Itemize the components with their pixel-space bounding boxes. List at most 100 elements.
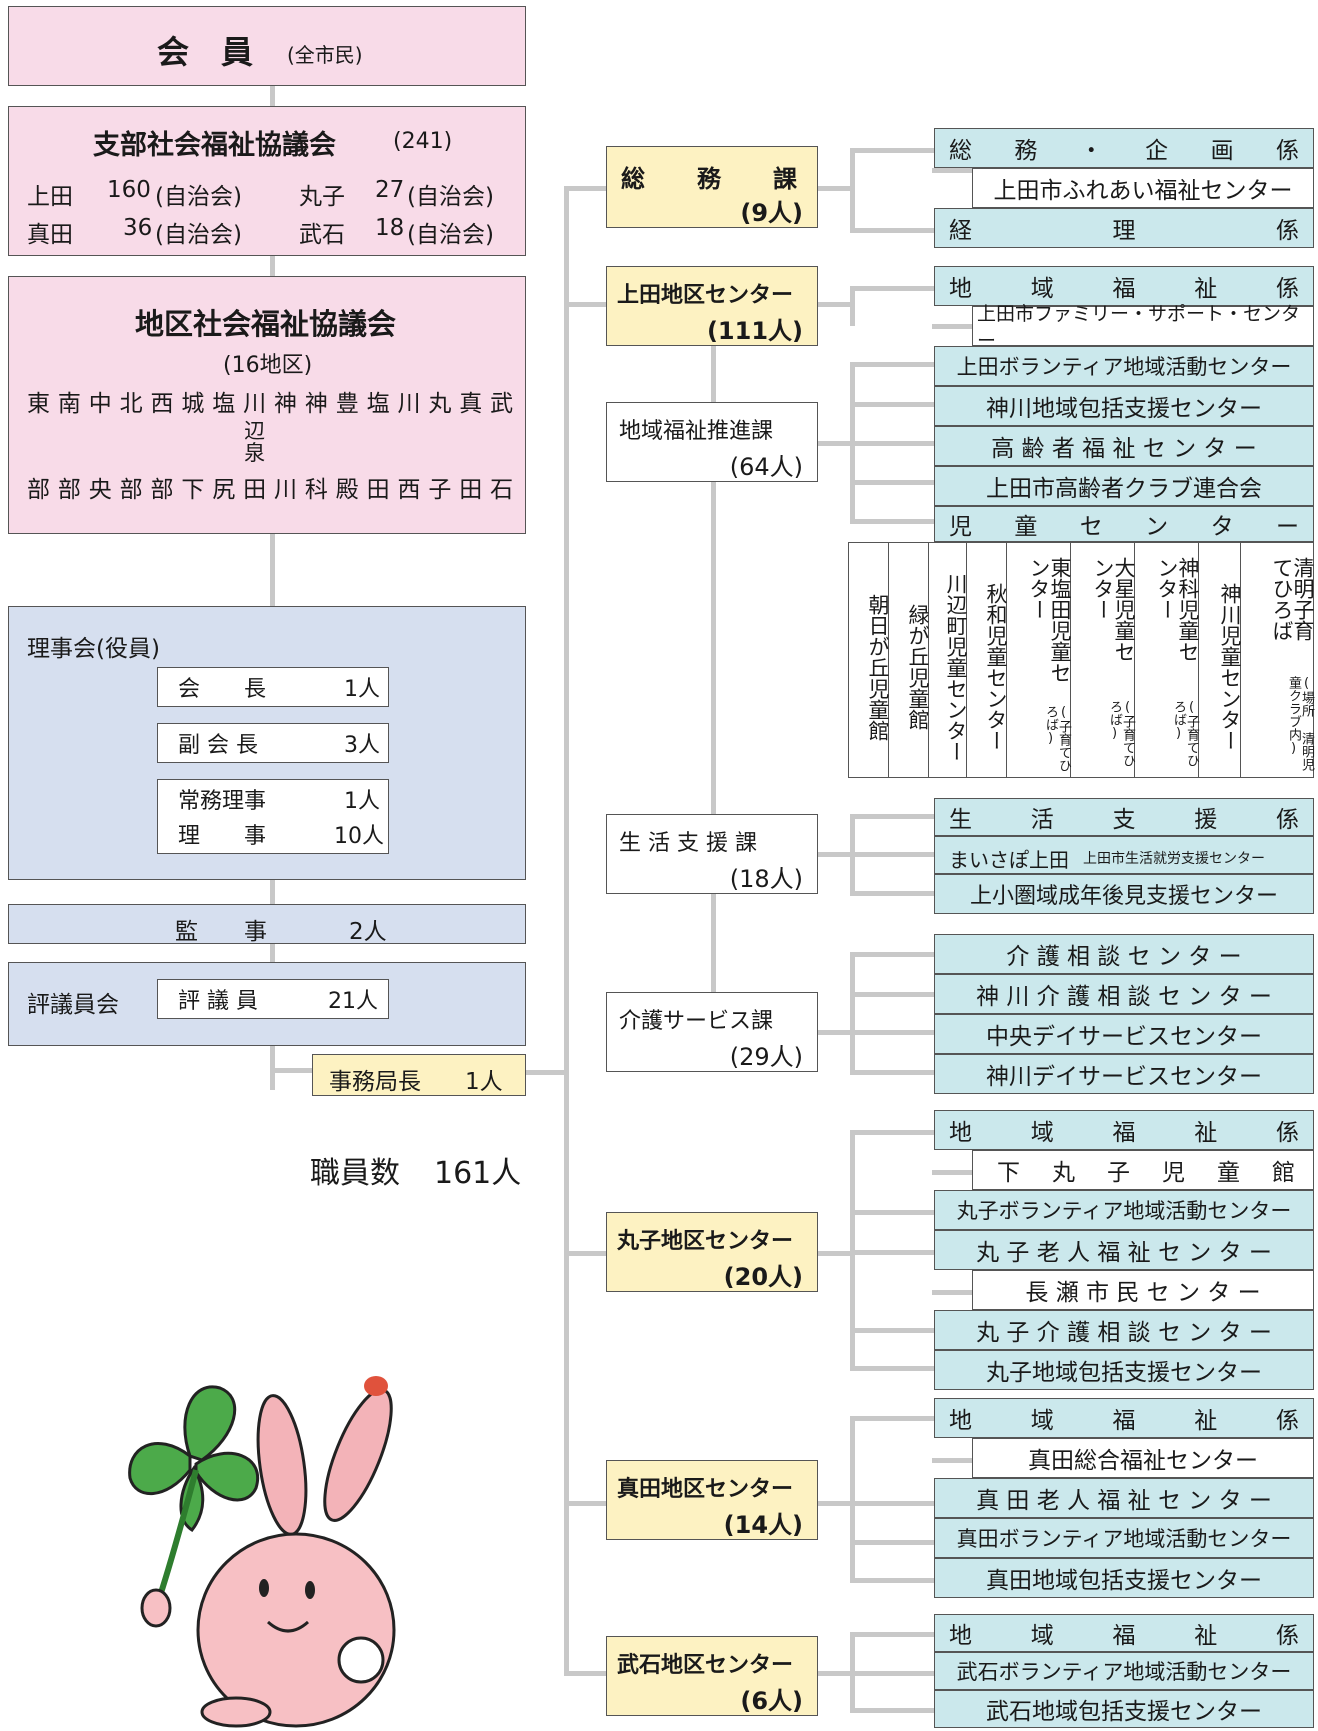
- section-maruko: 丸子地区センター (20人): [606, 1212, 818, 1292]
- children-center-name: 朝日が丘児童館: [866, 593, 890, 741]
- children-center-sub: (子育てひろば): [1107, 699, 1135, 767]
- children-center-column: 朝日が丘児童館: [849, 543, 890, 777]
- district-char: 武: [490, 391, 514, 417]
- unit-kaigo-soudan-label: 介 護 相 談 セ ン タ ー: [1006, 944, 1242, 970]
- district-char: 泉: [244, 441, 266, 465]
- section-maruko-count: (20人): [723, 1263, 803, 1291]
- unit-koureisha-club: 上田市高齢者クラブ連合会: [934, 466, 1314, 506]
- board-row-executive: 常務理事 1人: [157, 779, 389, 819]
- children-centers-grid: 朝日が丘児童館緑が丘児童館川辺町児童センター秋和児童センター東塩田児童センター(…: [848, 542, 1315, 778]
- board-num-president: 1人: [344, 677, 380, 702]
- unit-maisapo: まいさぽ上田 上田市生活就労支援センター: [934, 836, 1314, 874]
- unit-maruko-kaigo-label: 丸 子 介 護 相 談 セ ン タ ー: [976, 1320, 1272, 1346]
- unit-sanada-roujin-label: 真 田 老 人 福 祉 セ ン タ ー: [976, 1488, 1272, 1514]
- children-center-column: 神科児童センター(子育てひろば): [1135, 543, 1200, 777]
- children-center-name: 清明子育てひろば: [1270, 557, 1315, 641]
- district-char: 神: [273, 391, 297, 417]
- district-char: 殿: [335, 477, 359, 503]
- district-char: 川: [397, 391, 421, 417]
- district-char: 石: [490, 477, 514, 503]
- unit-maruko-houkatsu-label: 丸子地域包括支援センター: [986, 1360, 1262, 1386]
- unit-jidou-center: 児童センター: [934, 506, 1314, 542]
- spaced-char: 係: [1276, 276, 1299, 302]
- board-num-vice: 3人: [344, 733, 380, 758]
- children-center-sub: (子育てひろば): [1171, 699, 1199, 767]
- spaced-char: 地: [949, 1623, 972, 1649]
- section-takeshi: 武石地区センター (6人): [606, 1636, 818, 1716]
- spaced-char: 福: [1112, 1623, 1136, 1649]
- spaced-char: 画: [1210, 138, 1234, 164]
- auditor-box: 監 事 2人: [8, 904, 526, 945]
- unit-family-support-label: 上田市ファミリー・サポート・センター: [977, 303, 1301, 352]
- district-char: 央: [88, 477, 112, 503]
- section-ueda-center-count: (111人): [706, 317, 803, 345]
- unit-keiri: 経理係: [934, 208, 1314, 248]
- district-char: 塩: [366, 391, 390, 417]
- board-row-president: 会 長 1人: [157, 667, 389, 707]
- spaced-char: ン: [1145, 514, 1169, 540]
- spaced-char: 祉: [1194, 1623, 1218, 1649]
- branch-area-sanada: 真田: [27, 222, 73, 248]
- district-char: 南: [57, 391, 81, 417]
- unit-koureisha-fukushi-label: 高 齢 者 福 祉 セ ン タ ー: [991, 436, 1257, 462]
- unit-maruko-volunteer: 丸子ボランティア地域活動センター: [934, 1190, 1314, 1230]
- staff-total-num: 161人: [434, 1156, 522, 1191]
- spaced-char: 童: [1014, 514, 1038, 540]
- spaced-char: 福: [1112, 1408, 1136, 1434]
- secretary-general-box: 事務局長 1人: [312, 1054, 526, 1096]
- unit-family-support: 上田市ファミリー・サポート・センター: [972, 303, 1314, 352]
- branch-unit-sanada: (自治会): [155, 222, 242, 248]
- councillors-title: 評議員会: [27, 992, 119, 1018]
- spaced-char: 地: [949, 276, 972, 302]
- unit-maruko-chiiki-fukushi: 地域福祉係: [934, 1110, 1314, 1150]
- district-char: 部: [57, 477, 81, 503]
- unit-kamikawa-kaigo: 神 川 介 護 相 談 セ ン タ ー: [934, 974, 1314, 1014]
- councillors-role: 評 議 員: [178, 989, 258, 1014]
- branch-num-takeshi: 18: [375, 215, 405, 241]
- unit-sanada-volunteer-label: 真田ボランティア地域活動センター: [956, 1527, 1292, 1551]
- spaced-char: 生: [949, 807, 972, 833]
- unit-sanada-chiiki-fukushi: 地域福祉係: [934, 1398, 1314, 1438]
- unit-chuou-day: 中央デイサービスセンター: [934, 1014, 1314, 1054]
- children-center-name: 秋和児童センター: [984, 583, 1008, 751]
- spaced-char: 下: [997, 1160, 1020, 1186]
- section-sanada-count: (14人): [723, 1511, 803, 1539]
- branch-council-box: 支部社会福祉協議会 (241) 上田 160 (自治会) 丸子 27 (自治会)…: [8, 106, 526, 256]
- section-seikatsu-count: (18人): [729, 865, 803, 893]
- district-char: 中: [88, 391, 112, 417]
- district-council-box: 地区社会福祉協議会 (16地区) 東部南部中央北部西部城下塩尻川辺泉田神川神科豊…: [8, 276, 526, 534]
- board-num-executive: 1人: [344, 789, 380, 814]
- spaced-char: 理: [1112, 218, 1136, 244]
- spaced-char: 祉: [1194, 1408, 1218, 1434]
- unit-takeshi-volunteer-label: 武石ボランティア地域活動センター: [956, 1660, 1292, 1684]
- spaced-char: 務: [1014, 138, 1038, 164]
- district-char: 西: [397, 477, 421, 503]
- branch-area-maruko: 丸子: [299, 184, 345, 210]
- spaced-char: 児: [949, 514, 972, 540]
- section-kaigo-name: 介護サービス課: [619, 1009, 774, 1034]
- section-kaigo: 介護サービス課 (29人): [606, 992, 818, 1072]
- board-row-vice: 副 会 長 3人: [157, 723, 389, 763]
- section-ueda-center-name: 上田地区センター: [617, 283, 794, 308]
- branch-council-title: 支部社会福祉協議会: [93, 130, 336, 161]
- unit-takeshi-houkatsu-label: 武石地域包括支援センター: [986, 1699, 1262, 1725]
- branch-area-takeshi: 武石: [299, 222, 345, 248]
- spaced-char: タ: [1210, 514, 1234, 540]
- section-kaigo-count: (29人): [729, 1043, 803, 1071]
- district-char: 尻: [212, 477, 236, 503]
- spaced-char: 支: [1112, 807, 1136, 833]
- unit-maruko-kaigo: 丸 子 介 護 相 談 セ ン タ ー: [934, 1310, 1314, 1350]
- branch-unit-takeshi: (自治会): [407, 222, 494, 248]
- staff-total-label: 職員数: [310, 1156, 400, 1191]
- board-role-director: 理 事: [178, 824, 267, 849]
- unit-shimomaruko-jidoukan: 下丸子児童館: [972, 1150, 1314, 1190]
- section-sanada: 真田地区センター (14人): [606, 1460, 818, 1540]
- district-char: 川: [273, 477, 297, 503]
- branch-num-ueda: 160: [107, 177, 151, 203]
- district-char: 部: [119, 477, 143, 503]
- unit-maruko-volunteer-label: 丸子ボランティア地域活動センター: [956, 1199, 1292, 1223]
- spaced-char: ・: [1079, 138, 1103, 164]
- spaced-char: 係: [1276, 1623, 1299, 1649]
- district-char: 部: [26, 477, 50, 503]
- district-char: 田: [366, 477, 390, 503]
